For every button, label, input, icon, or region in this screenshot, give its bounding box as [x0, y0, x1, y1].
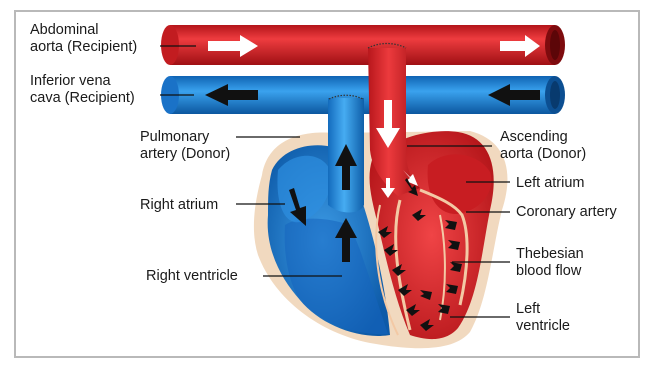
inferior-vena-cava-label: Inferior vena cava (Recipient)	[30, 73, 135, 107]
left-ventricle-label: Left ventricle	[516, 301, 570, 335]
right-atrium-label: Right atrium	[140, 197, 218, 214]
pulmonary-artery-label: Pulmonary artery (Donor)	[140, 129, 230, 163]
thebesian-flow-label: Thebesian blood flow	[516, 246, 584, 280]
left-atrium-label: Left atrium	[516, 175, 585, 192]
abdominal-aorta-label: Abdominal aorta (Recipient)	[30, 22, 137, 56]
ascending-aorta-label: Ascending aorta (Donor)	[500, 129, 586, 163]
right-ventricle-label: Right ventricle	[146, 268, 238, 285]
coronary-artery-label: Coronary artery	[516, 204, 617, 221]
